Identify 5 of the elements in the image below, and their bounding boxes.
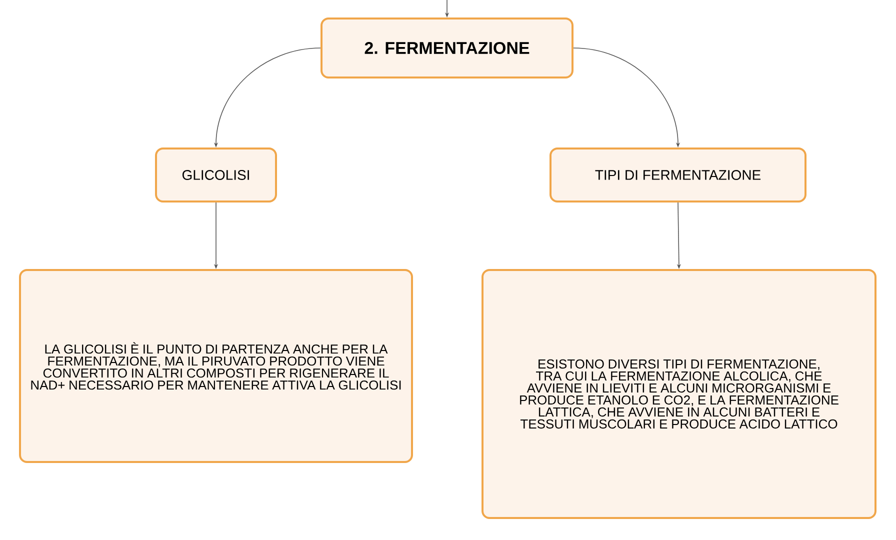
detail-box: LA GLICOLISI È IL PUNTO DI PARTENZA ANCHE PER LA FERMENTAZIONE, MA IL PIRUVATO PRODOTTO VIENE CONVERTITO IN ALTRI COMPOSTI PER RIGENERARE IL NAD+ NECESSARIO PER MANTENERE ATTIVA LA GLICOLISI bbox=[19, 268, 413, 463]
concept-box: TIPI DI FERMENTAZIONE bbox=[550, 148, 806, 202]
title-box: 2. FERMENTAZIONE bbox=[320, 18, 574, 78]
detail-box: ESISTONO DIVERSI TIPI DI FERMENTAZIONE, TRA CUI LA FERMENTAZIONE ALCOLICA, CHE AVVIENE IN LIEVITI E ALCUNI MICRORGANISMI E PRODUCE ETANOLO E CO2, E LA FERMENTAZIONE LATTICA, CHE AVVIENE IN ALCUNI BATTERI E TESSUTI MUSCOLARI E PRODUCE ACIDO LATTICO bbox=[482, 268, 876, 519]
concept-box: GLICOLISI bbox=[155, 148, 277, 202]
